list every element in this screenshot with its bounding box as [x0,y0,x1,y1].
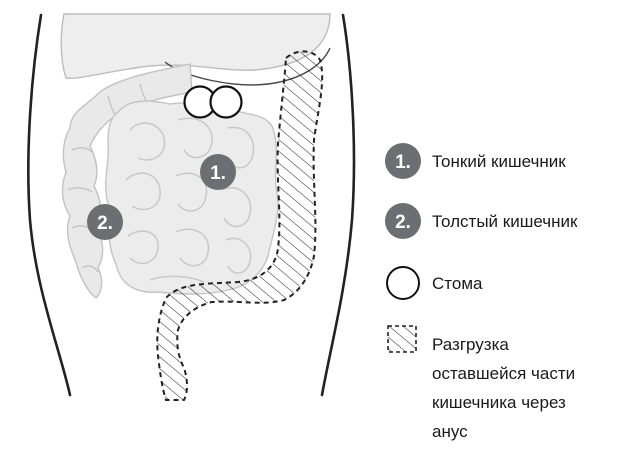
legend-marker-1: 1. [385,143,421,179]
legend-label-large-intestine: Толстый кишечник [432,207,577,236]
legend-label-small-intestine: Тонкий кишечник [432,147,566,176]
large-intestine-badge: 2. [87,204,123,240]
large-intestine-badge-label: 2. [97,213,113,234]
body-outline-right [322,15,354,395]
legend-label-bypass-line-2: оставшейся части [432,359,575,388]
legend-marker-1-label: 1. [395,152,411,173]
legend-label-stoma: Стома [432,269,482,298]
small-intestine-badge: 1. [200,154,236,190]
legend-label-bypass: Разгрузка оставшейся части кишечника чер… [432,330,575,446]
legend-label-bypass-line-1: Разгрузка [432,330,575,359]
stoma-circle-right [211,87,242,118]
legend-marker-2-label: 2. [395,212,411,233]
legend-hatch-icon [388,326,416,352]
legend-label-bypass-line-4: анус [432,417,575,446]
small-intestine-badge-label: 1. [210,163,226,184]
legend-label-bypass-line-3: кишечника через [432,388,575,417]
legend-stoma-icon [387,267,419,299]
legend-marker-2: 2. [385,203,421,239]
